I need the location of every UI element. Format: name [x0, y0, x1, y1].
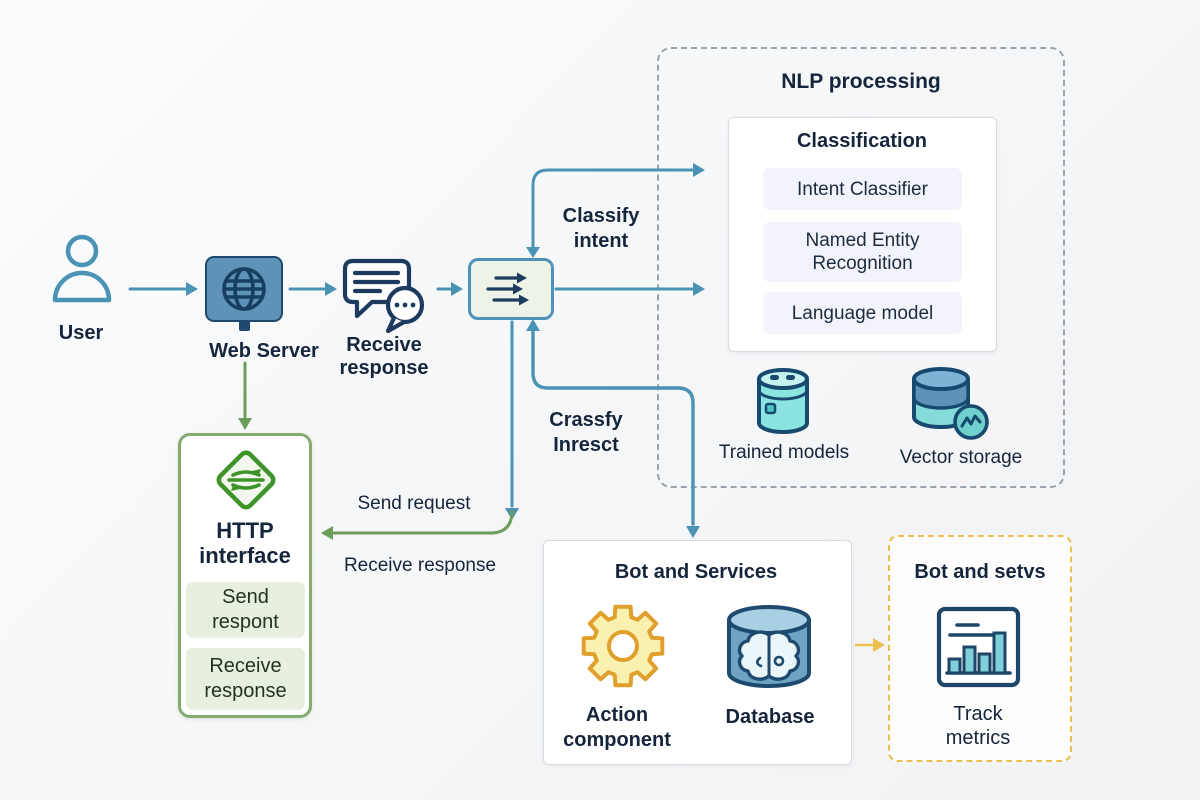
language-model-item: Language model [763, 292, 962, 334]
web-server-node [205, 256, 283, 322]
dispatcher-node [468, 258, 554, 320]
database-label: Database [725, 706, 815, 728]
web-server-label: Web Server [209, 340, 319, 362]
classify-intent-label: Classify intent [562, 205, 640, 252]
chat-node-label: Receive response [339, 334, 429, 379]
brain-database-icon [727, 605, 811, 688]
model-canister-icon [757, 368, 809, 434]
gear-icon [581, 604, 665, 688]
track-metrics-label: Track metrics [945, 703, 1011, 749]
webserver-stub [239, 318, 250, 331]
nlp-processing-title: NLP processing [781, 70, 941, 93]
bar-chart-icon [936, 606, 1021, 688]
action-component-label: Action component [563, 704, 671, 751]
receive-response-edge-label: Receive response [343, 555, 497, 576]
person-icon [52, 234, 112, 303]
receive-response-item: Receive response [186, 648, 305, 710]
bot-metrics-title: Bot and setvs [914, 561, 1046, 583]
trained-models-label: Trained models [718, 442, 850, 463]
vector-storage-label: Vector storage [899, 447, 1023, 468]
bot-services-title: Bot and Services [614, 561, 778, 583]
named-entity-recognition-item: Named Entity Recognition [763, 222, 962, 282]
http-exchange-icon [216, 450, 276, 510]
vector-database-icon [912, 367, 989, 440]
http-interface-title: HTTP interface [199, 518, 291, 568]
user-label: User [58, 322, 104, 344]
globe-server-icon [222, 267, 266, 311]
nlp-processing-group [657, 47, 1065, 488]
send-request-label: Send request [357, 493, 471, 514]
transfer-arrows-icon [486, 272, 529, 306]
intent-classifier-item: Intent Classifier [763, 168, 962, 210]
chat-bubbles-icon [342, 258, 425, 334]
crassfy-inresct-label: Crassfy Inresct [549, 409, 623, 456]
classification-title: Classification [796, 130, 928, 152]
send-respont-item: Send respont [186, 582, 305, 638]
